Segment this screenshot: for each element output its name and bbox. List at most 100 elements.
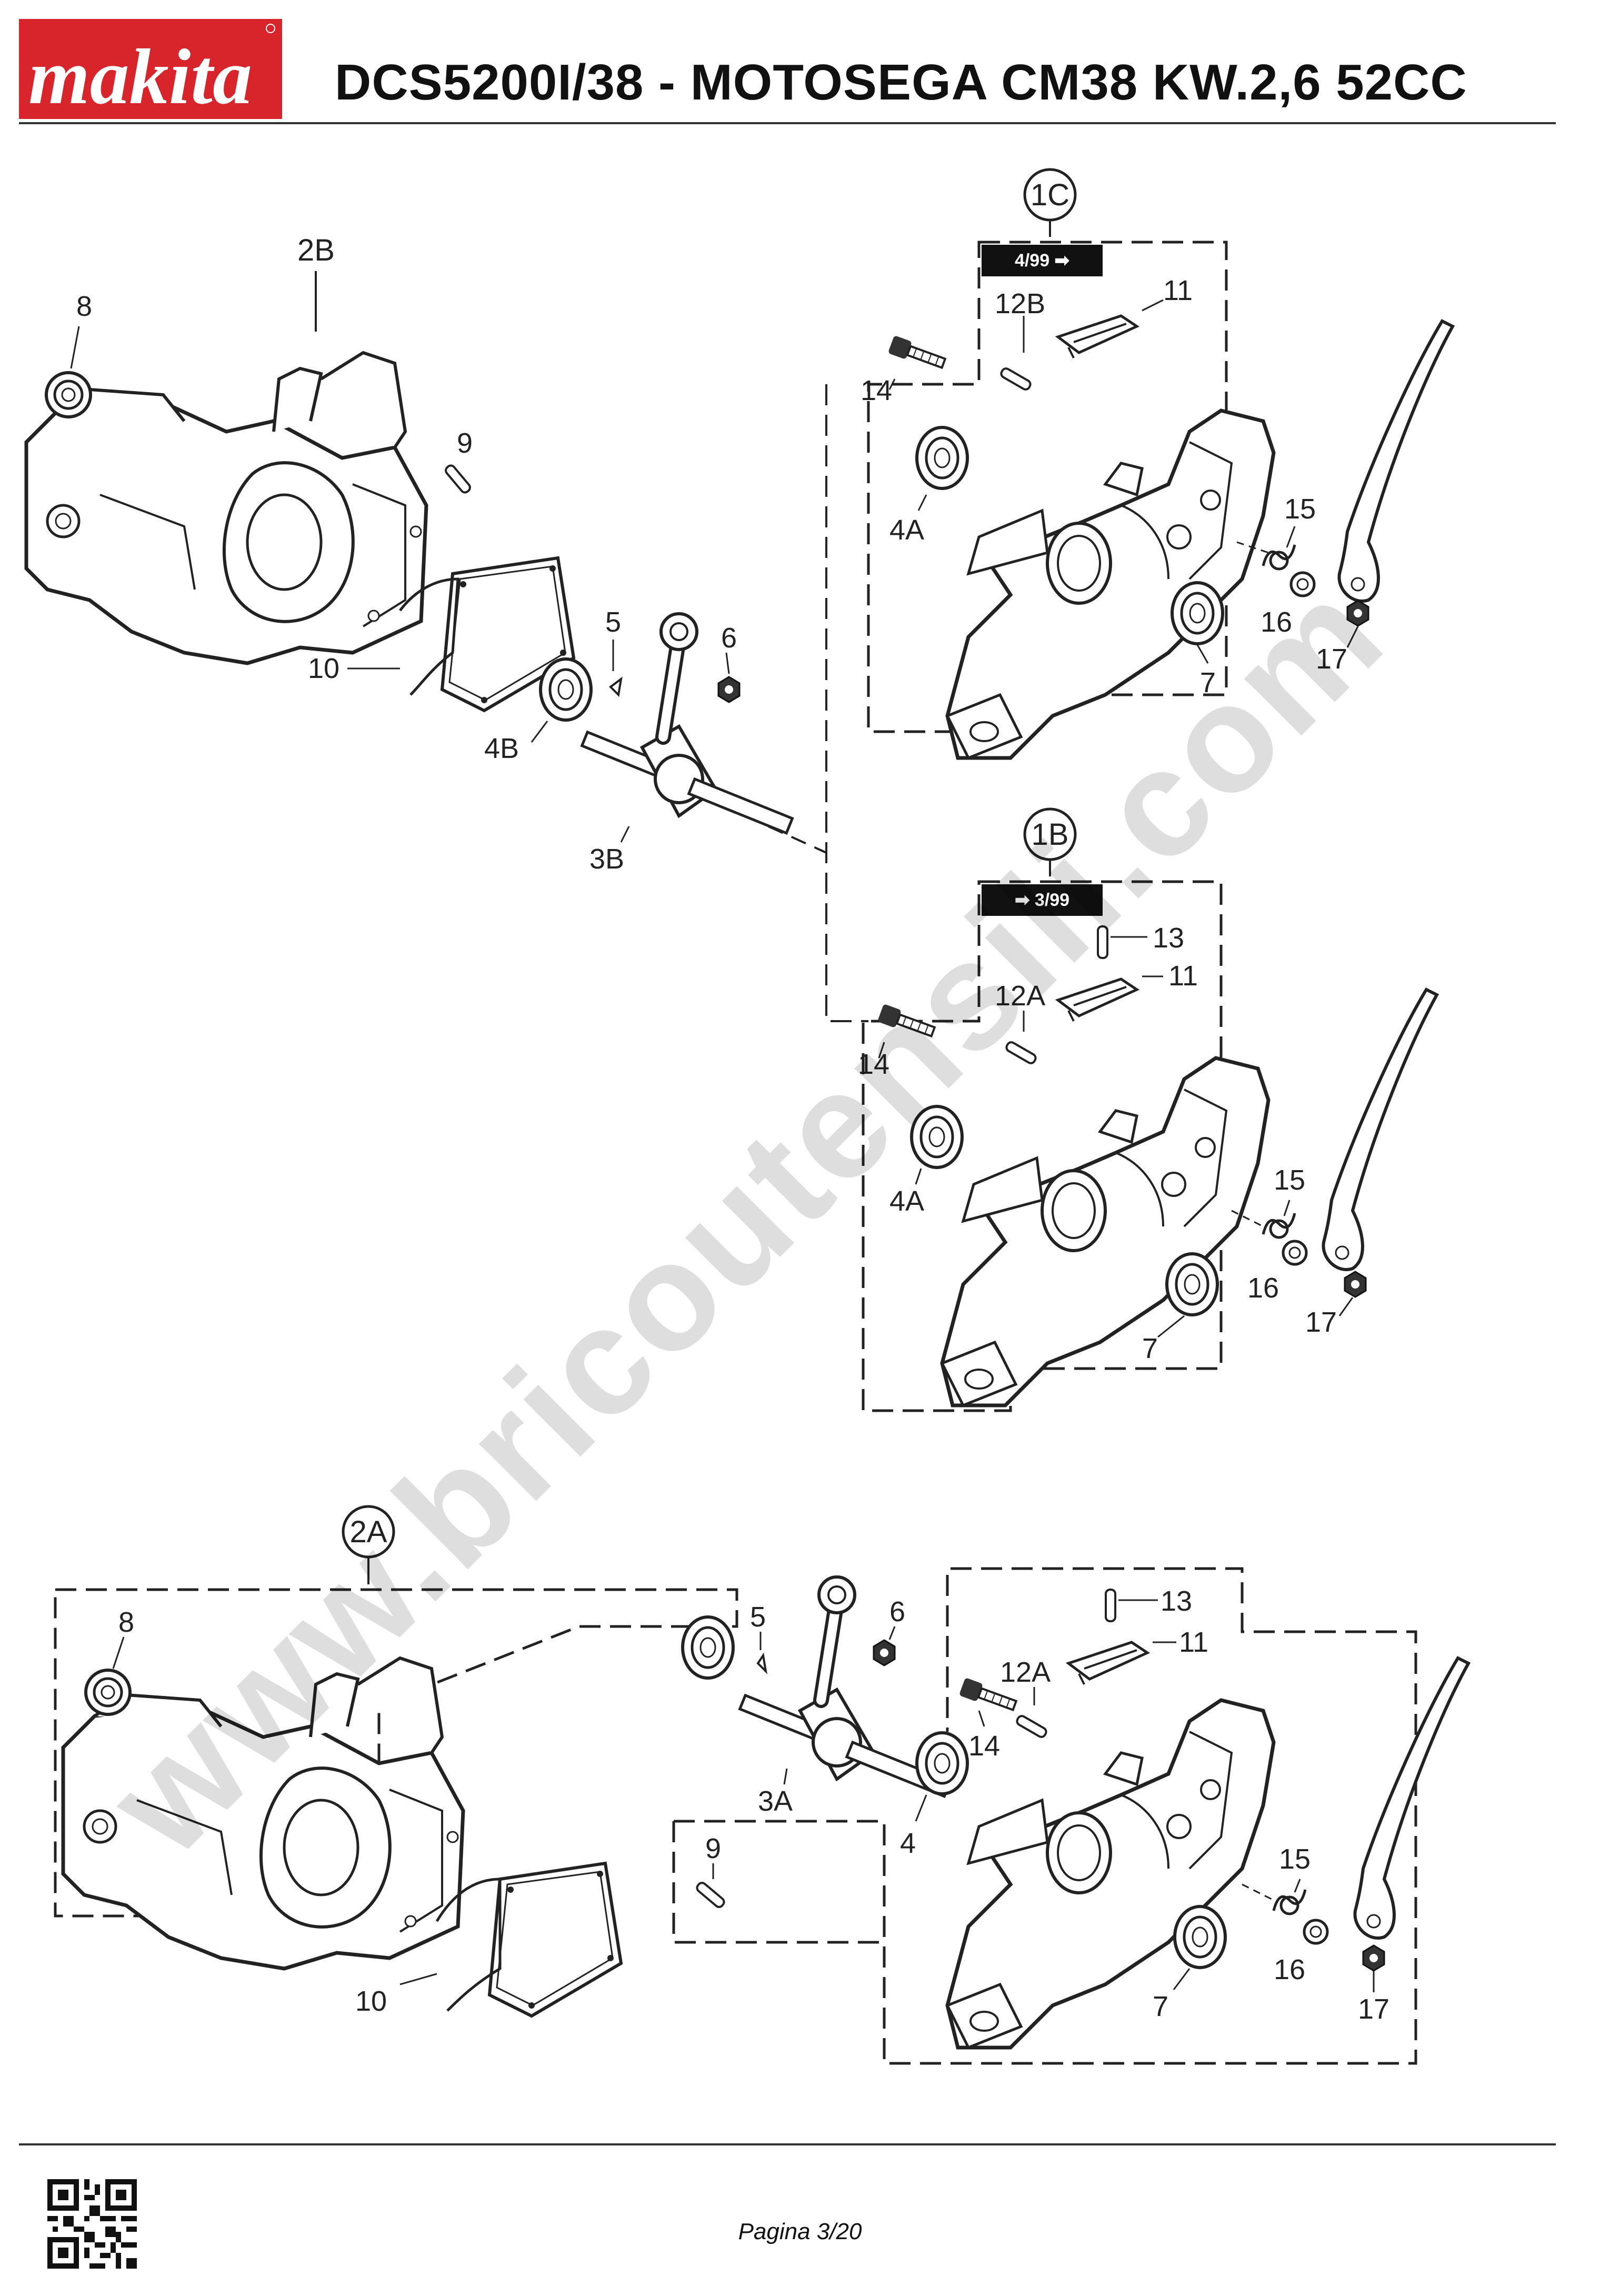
label-13-lower: 13 bbox=[1161, 1585, 1192, 1617]
pin-13-lower bbox=[1105, 1589, 1116, 1622]
label-8-lower: 8 bbox=[118, 1606, 134, 1638]
nut-17-1b bbox=[1344, 1271, 1367, 1298]
label-9-upper: 9 bbox=[457, 427, 473, 459]
header-rule bbox=[19, 122, 1556, 124]
bearing-4b bbox=[541, 659, 591, 720]
bearing-4a-1b bbox=[912, 1106, 962, 1167]
label-17-1c: 17 bbox=[1316, 643, 1347, 675]
label-7-1c: 7 bbox=[1200, 667, 1216, 698]
bolt-14-1b bbox=[876, 1002, 937, 1042]
clip-11-lower bbox=[1068, 1642, 1147, 1684]
nut-6-upper bbox=[717, 676, 741, 703]
label-15-lower: 15 bbox=[1279, 1843, 1311, 1875]
bearing-4-lower-left bbox=[683, 1617, 733, 1678]
brake-lever-1b bbox=[1323, 990, 1437, 1270]
nut-6-lower bbox=[873, 1639, 896, 1666]
label-10-upper: 10 bbox=[308, 653, 339, 684]
label-10-lower: 10 bbox=[355, 1985, 387, 2017]
washer-16-1b bbox=[1283, 1241, 1306, 1264]
brake-lever-1c bbox=[1339, 321, 1453, 601]
bearing-7-lower bbox=[1175, 1906, 1225, 1968]
nut-17-1c bbox=[1346, 600, 1369, 627]
label-4a-1c: 4A bbox=[889, 514, 924, 546]
pin-12a-lower bbox=[1014, 1713, 1049, 1740]
label-9-lower: 9 bbox=[705, 1833, 721, 1864]
label-16-1b: 16 bbox=[1247, 1272, 1279, 1304]
label-15-1b: 15 bbox=[1274, 1164, 1305, 1196]
makita-logo: makita bbox=[19, 19, 282, 119]
badge-text-1c: 4/99 ➡ bbox=[1015, 251, 1070, 271]
exploded-parts-diagram: 2B 8 9 10 5 6 4B 3B bbox=[0, 168, 1600, 2065]
reference-badge-1b bbox=[982, 884, 1103, 916]
bolt-14-1c bbox=[886, 334, 948, 374]
crankcase-half-1c bbox=[947, 411, 1274, 758]
label-12b: 12B bbox=[995, 288, 1045, 320]
brake-lever-lower bbox=[1355, 1658, 1468, 1938]
brand-text: makita bbox=[28, 33, 252, 119]
group-1b: 1B ➡ 3/99 13 11 12A 14 4A 7 bbox=[858, 807, 1437, 1412]
header: makita DCS5200I/38 - MOTOSEGA CM38 KW.2,… bbox=[19, 19, 1556, 129]
seal-8-upper bbox=[46, 373, 91, 417]
label-11-1b: 11 bbox=[1168, 960, 1198, 992]
spring-15-1c bbox=[1263, 545, 1295, 569]
pin-9-upper bbox=[443, 463, 473, 495]
qr-code-icon bbox=[47, 2179, 137, 2269]
label-11-1c: 11 bbox=[1163, 275, 1193, 306]
label-12a-1b: 12A bbox=[995, 980, 1045, 1012]
bearing-4a-1c bbox=[917, 427, 967, 488]
ref-label-1b: 1B bbox=[1032, 817, 1069, 852]
label-16-lower: 16 bbox=[1274, 1954, 1305, 1985]
seal-8-lower bbox=[86, 1670, 130, 1714]
ref-label-1c: 1C bbox=[1031, 178, 1069, 212]
page-title: DCS5200I/38 - MOTOSEGA CM38 KW.2,6 52CC bbox=[335, 54, 1467, 111]
washer-16-lower bbox=[1304, 1920, 1327, 1943]
bearing-7-1c bbox=[1172, 583, 1223, 644]
label-12a-lower: 12A bbox=[1000, 1656, 1051, 1688]
label-3b: 3B bbox=[589, 843, 624, 875]
label-4a-1b: 4A bbox=[889, 1185, 924, 1217]
group-2a: 2A 8 5 6 3A 4 9 bbox=[54, 1505, 1468, 2065]
label-14-1c: 14 bbox=[861, 375, 892, 406]
crankcase-half-1b bbox=[942, 1058, 1268, 1405]
label-4b: 4B bbox=[484, 733, 519, 764]
label-5-upper: 5 bbox=[605, 606, 621, 638]
ref-label-2a: 2A bbox=[350, 1515, 387, 1549]
reference-badge-1c bbox=[982, 245, 1103, 276]
pin-9-lower bbox=[694, 1880, 727, 1910]
group-2b: 2B 8 9 10 5 6 4B 3B bbox=[26, 233, 827, 875]
label-16-1c: 16 bbox=[1261, 606, 1292, 638]
group-1c: 1C 4/99 ➡ 11 12B 14 4A 7 15 16 bbox=[861, 168, 1453, 758]
label-11-lower: 11 bbox=[1179, 1626, 1208, 1658]
bearing-4-lower bbox=[917, 1733, 967, 1794]
label-17-1b: 17 bbox=[1305, 1306, 1337, 1338]
spring-15-1b bbox=[1263, 1213, 1295, 1237]
label-13-1b: 13 bbox=[1153, 922, 1184, 954]
footer-rule bbox=[19, 2143, 1556, 2145]
nut-17-lower bbox=[1362, 1944, 1385, 1972]
label-7-1b: 7 bbox=[1142, 1333, 1158, 1364]
label-6-lower: 6 bbox=[889, 1596, 905, 1628]
clip-11-1b bbox=[1058, 979, 1137, 1021]
page-number: Pagina 3/20 bbox=[738, 2219, 862, 2244]
pin-12b bbox=[998, 366, 1033, 392]
label-8-upper: 8 bbox=[76, 291, 92, 322]
pin-12a-1b bbox=[1004, 1040, 1038, 1066]
ref-label-2b: 2B bbox=[297, 233, 335, 267]
label-7-lower: 7 bbox=[1153, 1991, 1168, 2022]
clip-11-1c bbox=[1058, 316, 1137, 358]
pin-13-1b bbox=[1097, 925, 1108, 959]
label-3a: 3A bbox=[758, 1785, 793, 1817]
label-17-lower: 17 bbox=[1358, 1993, 1389, 2025]
badge-text-1b: ➡ 3/99 bbox=[1015, 890, 1069, 910]
spring-15-lower bbox=[1274, 1890, 1305, 1914]
label-14-1b: 14 bbox=[858, 1049, 889, 1080]
washer-16-1c bbox=[1291, 573, 1314, 596]
label-5-lower: 5 bbox=[750, 1601, 766, 1633]
label-14-lower: 14 bbox=[968, 1730, 1000, 1762]
gasket-lower bbox=[489, 1863, 621, 2016]
label-4-lower: 4 bbox=[900, 1828, 916, 1859]
label-6-upper: 6 bbox=[721, 622, 737, 654]
bearing-7-1b bbox=[1167, 1254, 1217, 1315]
label-15-1c: 15 bbox=[1284, 493, 1316, 525]
